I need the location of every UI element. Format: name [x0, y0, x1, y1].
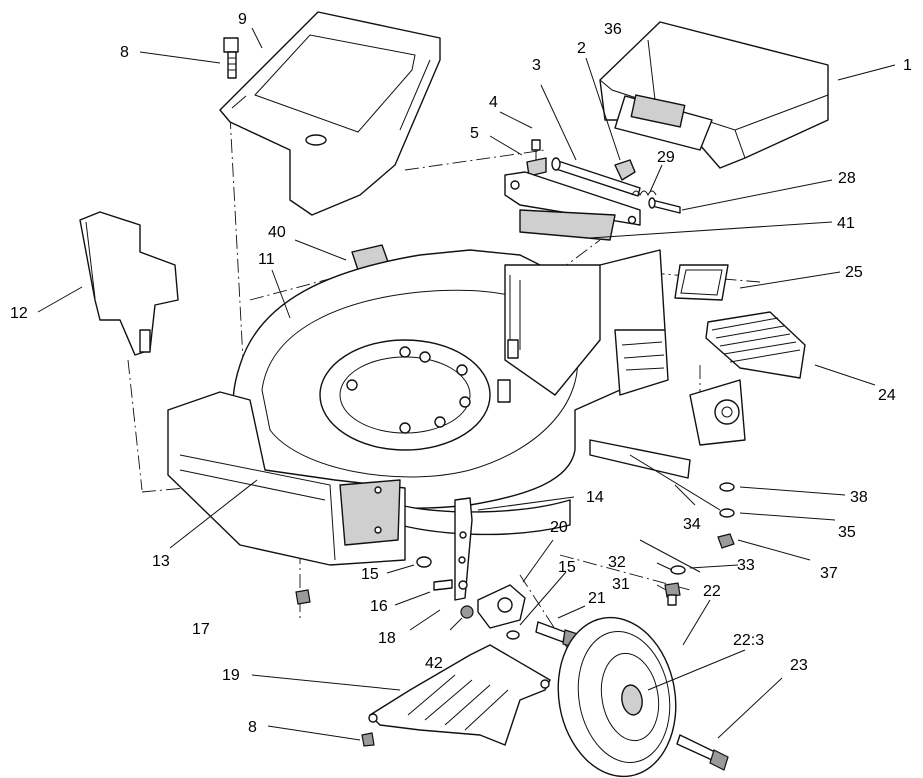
part-25-plate: [674, 264, 729, 301]
part-17-nut: [295, 589, 311, 605]
part-23-wheel-bolt: [676, 734, 729, 771]
callout-36: 36: [604, 21, 622, 38]
part-32-washer: [670, 565, 686, 575]
part-14-height-bracket: [454, 497, 473, 601]
callout-15-left: 15: [361, 566, 379, 583]
callout-15-right: 15: [558, 559, 576, 576]
callout-1: 1: [903, 57, 912, 74]
callout-42: 42: [425, 655, 443, 672]
part-22-wheel: [557, 616, 677, 778]
callout-11: 11: [258, 251, 275, 268]
callout-24: 24: [878, 387, 896, 404]
callout-19: 19: [222, 667, 240, 684]
part-5-clip: [526, 157, 547, 177]
part-2-latch: [614, 159, 636, 181]
part-38-washer: [719, 482, 735, 492]
callout-29: 29: [657, 149, 675, 166]
callout-5: 5: [470, 125, 479, 142]
callout-33: 33: [737, 557, 755, 574]
callout-20: 20: [550, 519, 568, 536]
callout-40: 40: [268, 224, 286, 241]
part-33-rod: [639, 539, 701, 573]
part-1-bag-cover: [599, 21, 829, 169]
callout-21: 21: [588, 590, 606, 607]
callout-41: 41: [837, 215, 855, 232]
callout-13: 13: [152, 553, 170, 570]
callout-12: 12: [10, 305, 28, 322]
callout-22-3: 22:3: [733, 632, 764, 649]
part-15-washer-right: [506, 630, 520, 640]
part-24-footpad: [705, 311, 806, 379]
callout-38: 38: [850, 489, 868, 506]
part-11-deck: [232, 249, 691, 536]
part-8-bolt-bottom: [361, 732, 375, 747]
rear-hinge-bracket: [504, 171, 641, 226]
callout-9: 9: [238, 11, 247, 28]
leader-lines: [37, 27, 896, 741]
part-9-rear-door: [219, 11, 441, 216]
callout-25: 25: [845, 264, 863, 281]
part-34-rod: [629, 454, 721, 511]
callout-3: 3: [532, 57, 541, 74]
part-13-front-bumper: [167, 391, 406, 566]
part-35-washer: [719, 508, 735, 518]
part-4-screw: [531, 139, 541, 160]
callout-34: 34: [683, 516, 701, 533]
callout-23: 23: [790, 657, 808, 674]
part-12-side-plate: [79, 211, 179, 356]
part-31-bolt: [664, 582, 681, 606]
callout-18: 18: [378, 630, 396, 647]
callout-32: 32: [608, 554, 626, 571]
callout-16: 16: [370, 598, 388, 615]
part-28-pin: [648, 197, 681, 214]
callout-2: 2: [577, 40, 586, 57]
part-19-rear-plate: [368, 644, 551, 746]
callout-37: 37: [820, 565, 838, 582]
callout-31: 31: [612, 576, 630, 593]
part-15-washer-left: [416, 556, 432, 568]
callout-14: 14: [586, 489, 604, 506]
part-8-bolt-top: [223, 37, 239, 79]
part-29-spring: [631, 190, 657, 197]
part-41-decal: [519, 209, 616, 241]
part-20-wheel-carrier: [477, 584, 526, 629]
callout-35: 35: [838, 524, 856, 541]
part-16-bolt: [433, 579, 453, 591]
callout-22: 22: [703, 583, 721, 600]
part-42-nut: [460, 605, 474, 619]
part-3-shaft: [551, 157, 641, 197]
rear-axle-bracket: [689, 379, 746, 446]
part-37-nut: [717, 533, 735, 549]
callout-8-top: 8: [120, 44, 129, 61]
callout-17: 17: [192, 621, 210, 638]
callout-labels: 1 2 3 4 5 8 8 9 11 12 13 14 15 15 16 17 …: [10, 11, 912, 736]
callout-4: 4: [489, 94, 498, 111]
callout-8-bottom: 8: [248, 719, 257, 736]
callout-28: 28: [838, 170, 856, 187]
